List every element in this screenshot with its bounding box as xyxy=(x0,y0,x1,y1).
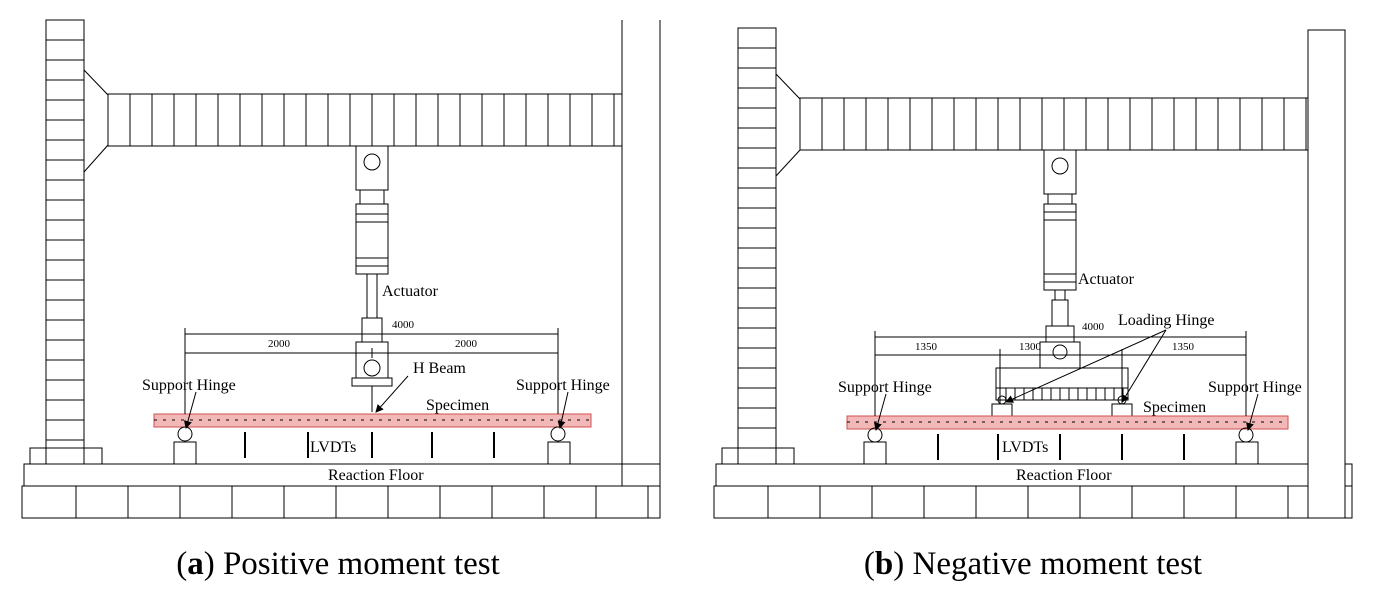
loading-hinge-label-b: Loading Hinge xyxy=(1118,312,1214,329)
support-hinge-left-a xyxy=(173,426,197,465)
reaction-floor-label-a: Reaction Floor xyxy=(328,467,424,484)
actuator-label-a: Actuator xyxy=(382,283,439,300)
specimen-label-b: Specimen xyxy=(1143,399,1206,416)
reaction-column-a xyxy=(29,19,109,465)
specimen-beam-b xyxy=(846,415,1289,430)
support-hinge-left-label-a: Support Hinge xyxy=(142,377,236,394)
dim-left-b: 1350 xyxy=(915,341,938,353)
dim-right-b: 1350 xyxy=(1172,341,1195,353)
panel-b xyxy=(713,27,1353,519)
caption-letter-b: b xyxy=(875,546,893,582)
reaction-floor-a xyxy=(21,463,661,519)
actuator-b xyxy=(1039,149,1081,369)
support-hinge-left-b xyxy=(863,427,887,465)
loading-girder-b xyxy=(799,97,1309,151)
caption-b: (b) Negative moment test xyxy=(864,546,1202,582)
support-hinge-right-label-a: Support Hinge xyxy=(516,377,610,394)
h-beam-label-a: H Beam xyxy=(413,360,466,377)
actuator-label-b: Actuator xyxy=(1078,271,1135,288)
lvdt-sensors-a xyxy=(244,432,495,458)
dim-total-b: 4000 xyxy=(1082,321,1105,333)
support-hinge-right-a xyxy=(547,426,571,465)
caption-letter-a: a xyxy=(187,546,204,582)
lvdts-label-b: LVDTs xyxy=(1002,439,1048,456)
dim-left-a: 2000 xyxy=(268,338,291,350)
lvdt-sensors-b xyxy=(937,434,1185,460)
support-hinge-right-b xyxy=(1235,427,1259,465)
support-hinge-left-label-b: Support Hinge xyxy=(838,379,932,396)
dim-right-a: 2000 xyxy=(455,338,478,350)
caption-text-a: Positive moment test xyxy=(223,546,500,582)
actuator-a xyxy=(351,145,393,412)
dim-total-a: 4000 xyxy=(392,319,415,331)
reaction-column-b xyxy=(721,27,801,465)
reaction-floor-label-b: Reaction Floor xyxy=(1016,467,1112,484)
lvdts-label-a: LVDTs xyxy=(310,439,356,456)
specimen-label-a: Specimen xyxy=(426,397,489,414)
panel-a xyxy=(21,19,661,519)
loading-girder-a xyxy=(107,93,623,147)
reaction-floor-b xyxy=(713,463,1353,519)
dim-mid-b: 1300 xyxy=(1019,341,1042,353)
spreader-beam-b xyxy=(991,367,1133,417)
support-hinge-right-label-b: Support Hinge xyxy=(1208,379,1302,396)
caption-a: (a) Positive moment test xyxy=(176,546,500,582)
caption-text-b: Negative moment test xyxy=(913,546,1203,582)
dimension-lines-b xyxy=(874,331,1247,416)
dimension-lines-a xyxy=(184,328,559,414)
